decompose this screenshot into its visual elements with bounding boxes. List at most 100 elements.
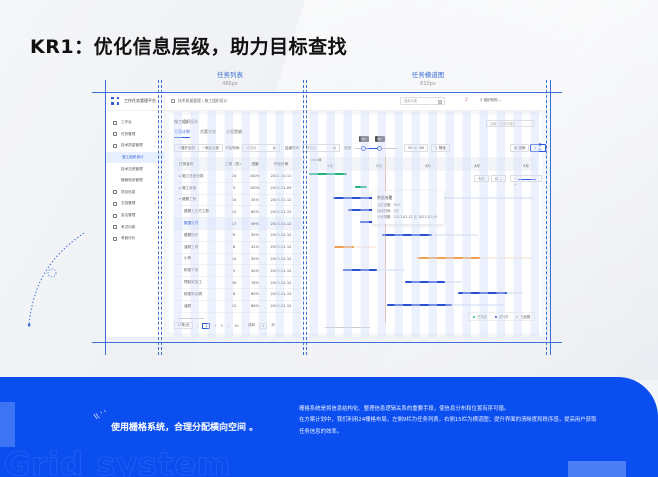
prev-page-button[interactable]: ‹: [196, 323, 199, 328]
sidebar-item-quality[interactable]: 技术质量管理⌄: [105, 140, 164, 152]
sidebar-item-tech-briefing[interactable]: 技术交底管理: [105, 163, 164, 175]
col-duration[interactable]: 工期（天）: [225, 161, 243, 166]
filter-button[interactable]: ⚲ 筛选: [431, 144, 450, 152]
gantt-bar-active[interactable]: [405, 281, 445, 284]
grid-label-size: 486px: [222, 81, 238, 87]
guide-bottom: [92, 342, 562, 343]
notification-bell-icon[interactable]: ♪: [465, 97, 469, 103]
progress-range-input[interactable]: 30 % - 60: [404, 144, 428, 152]
cell-start: 2023-01-12: [270, 268, 292, 273]
search-icon: [438, 99, 442, 104]
progress-slider[interactable]: 30 60: [355, 136, 398, 151]
gantt-bar-active[interactable]: [348, 209, 373, 212]
start-time-input[interactable]: 请选择▣: [242, 144, 280, 152]
today-button[interactable]: 今天: [474, 175, 489, 182]
zoom-slider[interactable]: −+: [510, 175, 542, 187]
tab-acceptance[interactable]: 方案验收: [226, 129, 242, 134]
breadcrumb-text[interactable]: 技术质量管理 / 施工组织设计: [178, 97, 228, 103]
guide-dash: [306, 80, 307, 355]
slider-min-handle[interactable]: 30: [358, 136, 369, 151]
guide-dash: [546, 80, 547, 355]
org-selector[interactable]: ⚲ 组织机构 ⌄: [480, 98, 502, 102]
page-2[interactable]: 2: [214, 323, 217, 328]
cell-name: ▸ 施工准备: [179, 185, 197, 190]
legend-button[interactable]: ▤ 图例: [510, 144, 530, 152]
sidebar-item-hidden-acceptance[interactable]: 隐蔽验收管理: [105, 175, 164, 187]
sidebar-item-tasks[interactable]: 任务管理: [105, 129, 164, 141]
function-search-input[interactable]: 搜索功能: [400, 97, 445, 105]
button-label: 图例: [518, 145, 526, 150]
sidebar-item-construction-design[interactable]: 施工组织设计: [105, 151, 164, 164]
sidebar-item-docs[interactable]: 文档管理›: [105, 198, 164, 210]
document-icon: [113, 201, 117, 206]
gantt-tooltip: 数据处理 当前进度：50% 持续时间：3天 计划周期：2023-01-12 至 …: [372, 191, 444, 224]
gantt-bar-active[interactable]: [333, 197, 373, 200]
jump-input[interactable]: 4: [258, 322, 268, 329]
sidebar-item-label: 任务管理: [121, 131, 136, 136]
cell-days: 10: [231, 197, 237, 202]
col-start[interactable]: 开始时间: [273, 161, 289, 166]
gantt-bar-active-hover[interactable]: [382, 234, 432, 237]
progress-label: 进度:: [344, 146, 353, 150]
gantt-bar-active[interactable]: [360, 221, 373, 224]
expand-all-button[interactable]: + 展开全部: [174, 144, 199, 152]
menu-icon[interactable]: [171, 98, 175, 103]
gantt-bar-done[interactable]: [309, 173, 347, 176]
sidebar-item-label: 技术交底管理: [121, 166, 143, 171]
export-button[interactable]: ⇪ 导出: [530, 143, 546, 152]
gantt-bar-overdue[interactable]: [334, 246, 354, 249]
page-1[interactable]: 1: [202, 322, 211, 329]
desc-paragraph: 在方案计划中，我们利用24栅格布局，左侧9栏为任务列表，右侧15栏为横道图；提升…: [299, 417, 597, 435]
gantt-bar-active[interactable]: [458, 292, 507, 295]
gantt-scrollbar[interactable]: [325, 327, 370, 328]
legend-overdue: 已逾期: [516, 314, 530, 319]
page-size-select[interactable]: 15条/页: [174, 322, 193, 329]
gantt-bar-active[interactable]: [387, 304, 452, 307]
gantt-bar-done[interactable]: [355, 186, 367, 189]
page-3[interactable]: 3: [220, 323, 223, 328]
slider-max-handle[interactable]: 60: [374, 136, 385, 151]
sidebar-item-attendance[interactable]: 考勤评价: [105, 233, 164, 245]
app-name: 工作任务管理平台: [124, 97, 156, 103]
sidebar-item-project-info[interactable]: 项目信息: [105, 187, 164, 199]
scale-select[interactable]: 月 ⌄: [491, 175, 507, 182]
next-page-button[interactable]: ›: [242, 323, 244, 328]
gantt-header: 2023年 1月 2月 3月 4月 5月: [309, 157, 537, 171]
sidebar-item-workbench[interactable]: 工作台: [105, 117, 164, 129]
sidebar-item-meetings[interactable]: 会议管理: [105, 210, 164, 222]
gantt-bar-active[interactable]: [343, 269, 377, 272]
keyword-search-input[interactable]: 请输入关键字搜索: [486, 120, 534, 127]
gantt-bar-overdue[interactable]: [417, 257, 480, 260]
tab-briefing[interactable]: 方案交底: [200, 129, 216, 134]
guide-top: [92, 92, 562, 93]
cell-name: ▸ 施工进度安排: [179, 173, 204, 178]
jump-label: 跳转: [247, 323, 255, 327]
tab-plan[interactable]: 方案计划: [174, 129, 190, 138]
sidebar-item-exams[interactable]: 考试问卷›: [105, 221, 164, 233]
desc-paragraph: 栅格系统是将信息结构化、整理信息逻辑关系的重要手段，使信息分布和位置有序可循。: [299, 406, 510, 412]
cell-name[interactable]: 数据处理: [184, 221, 199, 226]
collapse-all-button[interactable]: − 收起全部: [198, 144, 223, 152]
col-progress[interactable]: 进度: [251, 161, 259, 166]
pct: %: [413, 146, 417, 150]
table-scrollbar[interactable]: [178, 317, 204, 319]
month-apr: 4月: [474, 164, 480, 168]
button-label: 导出: [538, 143, 542, 152]
end-time-input[interactable]: 请选择▣: [302, 144, 340, 152]
page-10[interactable]: 10: [234, 323, 239, 328]
page-ellipsis[interactable]: ...: [226, 323, 231, 328]
col-task-name[interactable]: 任务名称: [179, 161, 194, 166]
